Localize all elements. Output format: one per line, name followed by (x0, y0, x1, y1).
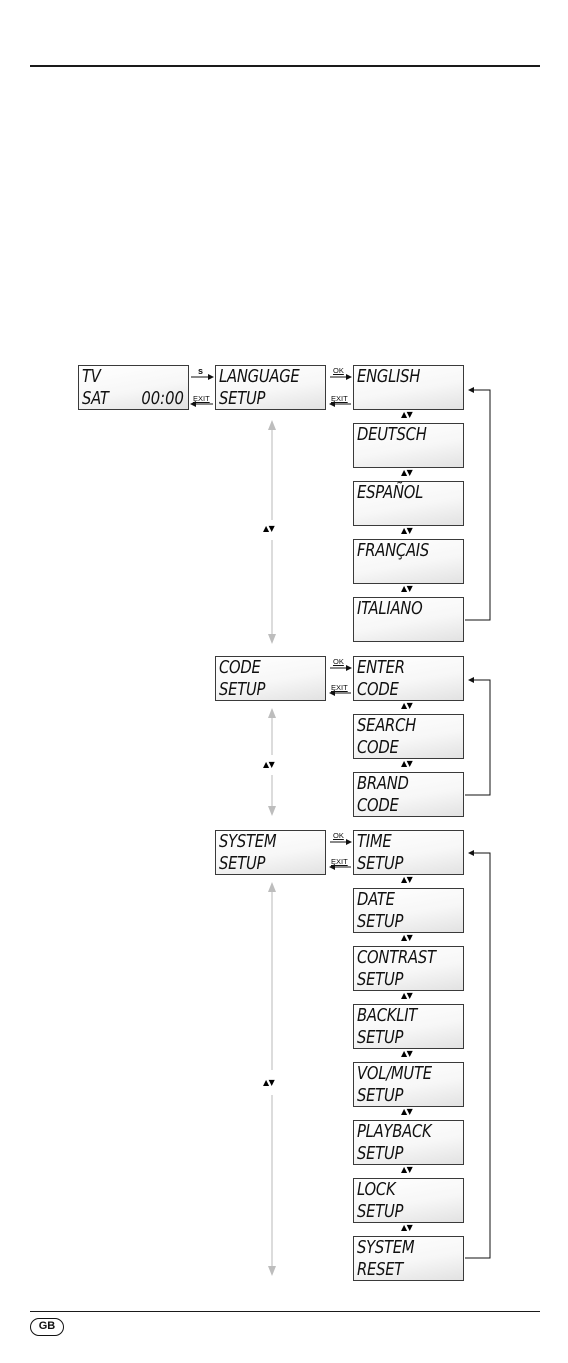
code-option-line1: ENTER (357, 657, 405, 678)
language-option-nav-arrows: ▲▼ (401, 584, 413, 593)
language-option-line1: DEUTSCH (357, 424, 427, 445)
system-option-line2: SETUP (357, 853, 404, 874)
exit-key-label-language: EXIT (331, 394, 348, 403)
language-option-line1: ESPAÑOL (357, 482, 424, 503)
system-option-line1: CONTRAST (357, 947, 436, 968)
system-setup-line1: SYSTEM (219, 831, 277, 852)
s-key-label: s (198, 366, 204, 376)
language-option-nav-arrows: ▲▼ (401, 526, 413, 535)
lcd-home-screen: TV SAT 00:00 (78, 365, 189, 410)
system-option-nav-arrows: ▲▼ (401, 1107, 413, 1116)
system-option-line1: TIME (357, 831, 392, 852)
system-option-line1: SYSTEM (357, 1237, 415, 1258)
lcd-system-setup: SYSTEM SETUP (215, 830, 326, 875)
language-option-line1: ITALIANO (357, 598, 423, 619)
system-option-line2: RESET (357, 1259, 404, 1280)
system-option-line2: SETUP (357, 911, 404, 932)
code-option-line2: CODE (357, 737, 399, 758)
country-badge: GB (30, 1318, 64, 1336)
system-option-line2: SETUP (357, 1085, 404, 1106)
menu-nav-arrows-code: ▲▼ (263, 760, 275, 769)
language-option-screen: FRANÇAIS (353, 539, 464, 584)
code-setup-line1: CODE (219, 657, 261, 678)
system-option-line1: PLAYBACK (357, 1121, 432, 1142)
top-rule (30, 65, 540, 67)
ok-key-label-code: OK (333, 657, 344, 666)
system-option-nav-arrows: ▲▼ (401, 875, 413, 884)
code-option-line1: SEARCH (357, 715, 416, 736)
code-option-nav-arrows: ▲▼ (401, 759, 413, 768)
home-time: 00:00 (141, 388, 184, 409)
menu-nav-arrows-system: ▲▼ (263, 1078, 275, 1087)
system-option-line1: LOCK (357, 1179, 396, 1200)
code-option-line1: BRAND (357, 773, 409, 794)
language-option-screen: ENGLISH (353, 365, 464, 410)
code-setup-line2: SETUP (219, 679, 266, 700)
system-option-line2: SETUP (357, 969, 404, 990)
lcd-language-setup: LANGUAGE SETUP (215, 365, 326, 410)
exit-key-label: EXIT (193, 394, 210, 403)
language-option-line1: FRANÇAIS (357, 540, 430, 561)
system-option-line1: DATE (357, 889, 395, 910)
language-setup-line2: SETUP (219, 388, 266, 409)
language-option-nav-arrows: ▲▼ (401, 468, 413, 477)
system-setup-line2: SETUP (219, 853, 266, 874)
system-option-nav-arrows: ▲▼ (401, 1165, 413, 1174)
language-option-screen: ITALIANO (353, 597, 464, 642)
code-option-nav-arrows: ▲▼ (401, 701, 413, 710)
home-line2: SAT (82, 388, 109, 409)
exit-key-label-system: EXIT (331, 857, 348, 866)
system-option-line2: SETUP (357, 1143, 404, 1164)
lcd-code-setup: CODE SETUP (215, 656, 326, 701)
code-loop-line (465, 677, 491, 796)
system-option-line1: BACKLIT (357, 1005, 418, 1026)
language-option-nav-arrows: ▲▼ (401, 410, 413, 419)
home-line1: TV (82, 366, 101, 387)
system-option-nav-arrows: ▲▼ (401, 991, 413, 1000)
bottom-rule (30, 1311, 540, 1312)
language-option-line1: ENGLISH (357, 366, 421, 387)
language-option-screen: DEUTSCH (353, 423, 464, 468)
system-option-line1: VOL/MUTE (357, 1063, 432, 1084)
language-loop-line (465, 387, 491, 621)
system-option-line2: SETUP (357, 1201, 404, 1222)
system-option-line2: SETUP (357, 1027, 404, 1048)
ok-key-label-system: OK (333, 831, 344, 840)
menu-nav-arrows-language: ▲▼ (263, 524, 275, 533)
language-option-screen: ESPAÑOL (353, 481, 464, 526)
system-option-nav-arrows: ▲▼ (401, 1223, 413, 1232)
system-option-nav-arrows: ▲▼ (401, 1049, 413, 1058)
exit-key-label-code: EXIT (331, 683, 348, 692)
language-setup-line1: LANGUAGE (219, 366, 300, 387)
system-option-nav-arrows: ▲▼ (401, 933, 413, 942)
code-option-line2: CODE (357, 795, 399, 816)
ok-key-label-language: OK (333, 366, 344, 375)
system-loop-line (465, 850, 491, 1259)
code-option-line2: CODE (357, 679, 399, 700)
